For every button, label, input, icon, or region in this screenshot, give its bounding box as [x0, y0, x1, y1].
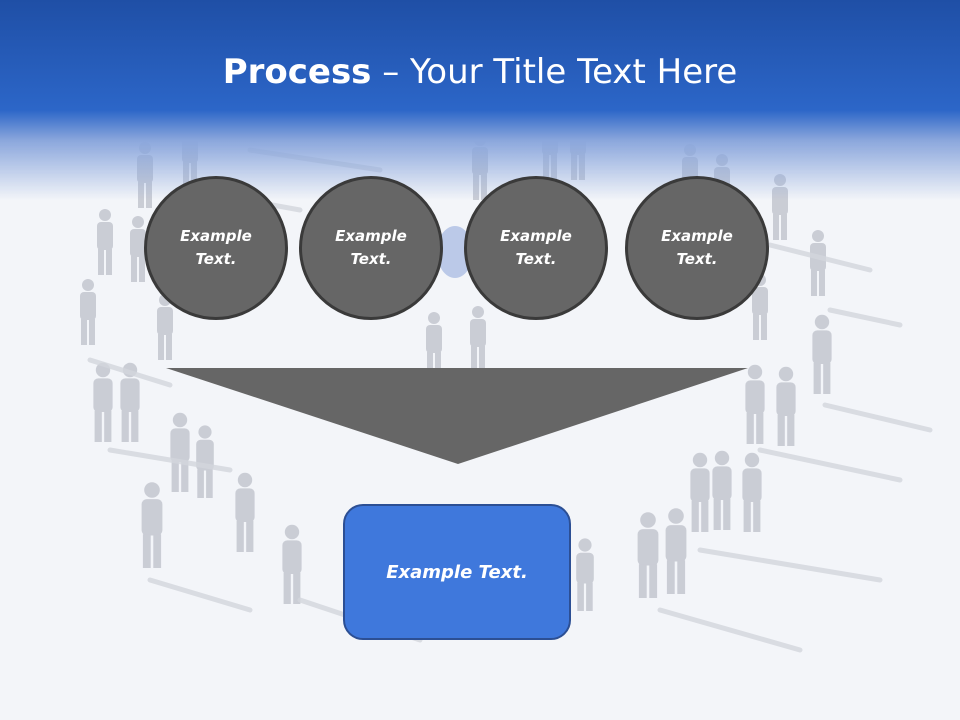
title-banner — [0, 0, 960, 200]
process-step-3[interactable]: Example Text. — [464, 176, 608, 320]
result-box-label: Example Text. — [386, 561, 528, 583]
title-bold: Process — [222, 52, 372, 92]
process-step-2-label: Example Text. — [335, 227, 407, 268]
process-step-2[interactable]: Example Text. — [299, 176, 443, 320]
process-step-4[interactable]: Example Text. — [625, 176, 769, 320]
process-step-3-label: Example Text. — [500, 227, 572, 268]
title-rest: – Your Title Text Here — [371, 52, 738, 92]
slide-title: Process – Your Title Text Here — [0, 52, 960, 92]
process-step-1[interactable]: Example Text. — [144, 176, 288, 320]
process-step-4-label: Example Text. — [661, 227, 733, 268]
process-step-1-label: Example Text. — [180, 227, 252, 268]
result-box[interactable]: Example Text. — [343, 504, 571, 640]
